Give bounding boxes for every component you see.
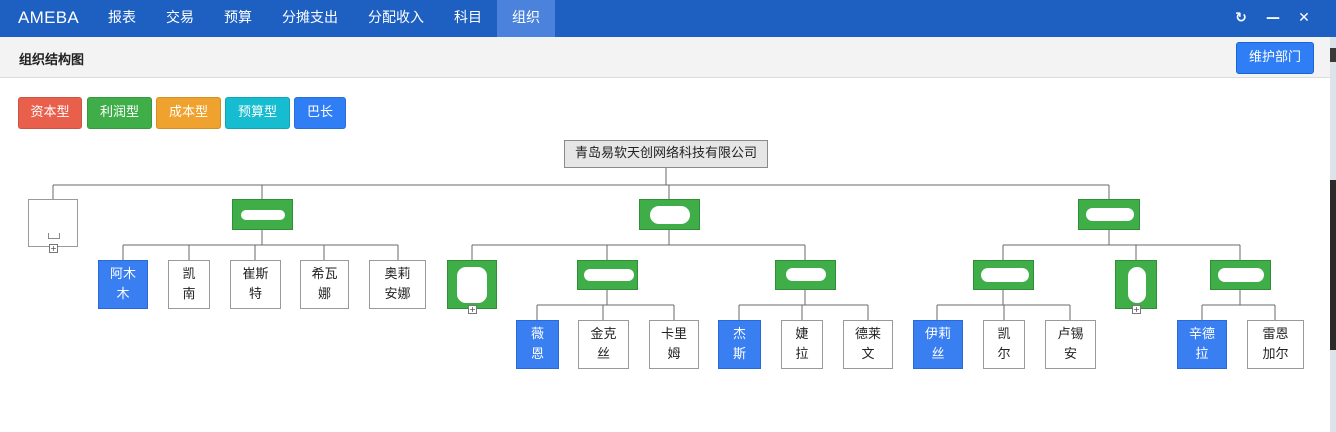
org-person-jinkesi[interactable]: 金克 丝 xyxy=(578,320,629,369)
nav-item-budget[interactable]: 预算 xyxy=(224,10,252,26)
window-scrollbar[interactable] xyxy=(1330,0,1336,432)
org-dept-b2[interactable] xyxy=(577,260,638,290)
org-person-delaiwen[interactable]: 德莱 文 xyxy=(843,320,893,369)
org-person-weien[interactable]: 薇 恩 xyxy=(516,320,559,369)
legend-capital-type[interactable]: 资本型 xyxy=(18,97,82,129)
org-person-xiwana[interactable]: 希瓦 娜 xyxy=(300,260,349,309)
org-person-leienjiaer[interactable]: 雷恩 加尔 xyxy=(1247,320,1304,369)
org-person-amu[interactable]: 阿木 木 xyxy=(98,260,148,309)
org-dept-c2[interactable] xyxy=(1115,260,1157,309)
org-dept-c1[interactable] xyxy=(973,260,1034,290)
nav-item-transactions[interactable]: 交易 xyxy=(166,10,194,26)
org-dept-b3[interactable] xyxy=(775,260,836,290)
expand-icon[interactable]: + xyxy=(49,244,58,253)
org-dept-unnamed[interactable] xyxy=(28,199,78,247)
maintain-departments-button[interactable]: 维护部门 xyxy=(1236,42,1314,74)
redacted-label xyxy=(650,206,690,224)
minimize-icon[interactable]: — xyxy=(1266,10,1280,26)
expand-icon[interactable]: + xyxy=(468,305,477,314)
org-dept-b[interactable] xyxy=(639,199,700,230)
nav-item-accounts[interactable]: 科目 xyxy=(454,10,482,26)
page-header: 组织结构图 维护部门 xyxy=(0,37,1330,78)
app-brand[interactable]: AMEBA xyxy=(18,8,80,27)
redacted-label xyxy=(1128,267,1146,303)
org-person-jiesi[interactable]: 杰 斯 xyxy=(718,320,761,369)
org-person-kaier[interactable]: 凯 尔 xyxy=(983,320,1025,369)
org-person-kainan[interactable]: 凯 南 xyxy=(168,260,210,309)
redacted-label xyxy=(786,268,826,281)
collapsed-placeholder-icon xyxy=(48,233,60,239)
redacted-label xyxy=(457,267,487,303)
org-person-jiela[interactable]: 婕 拉 xyxy=(781,320,823,369)
org-person-kalimu[interactable]: 卡里 姆 xyxy=(649,320,699,369)
redacted-label xyxy=(584,269,634,281)
nav-item-reports[interactable]: 报表 xyxy=(108,10,136,26)
org-person-aoliana[interactable]: 奥莉 安娜 xyxy=(369,260,426,309)
nav-item-allocated-expense[interactable]: 分摊支出 xyxy=(282,10,338,26)
legend-budget-type[interactable]: 预算型 xyxy=(225,97,290,129)
org-dept-c3[interactable] xyxy=(1210,260,1271,290)
legend-profit-type[interactable]: 利润型 xyxy=(87,97,152,129)
redacted-label xyxy=(1086,208,1134,221)
org-root-company[interactable]: 青岛易软天创网络科技有限公司 xyxy=(564,140,768,168)
org-person-yilisi[interactable]: 伊莉 丝 xyxy=(913,320,963,369)
org-person-luxian[interactable]: 卢锡 安 xyxy=(1045,320,1096,369)
org-person-cuisite[interactable]: 崔斯 特 xyxy=(230,260,281,309)
expand-icon[interactable]: + xyxy=(1132,305,1141,314)
org-dept-b1[interactable] xyxy=(447,260,497,309)
legend-leader[interactable]: 巴长 xyxy=(294,97,346,129)
legend-cost-type[interactable]: 成本型 xyxy=(156,97,221,129)
redacted-label xyxy=(981,268,1029,282)
org-dept-c[interactable] xyxy=(1078,199,1140,230)
nav-item-organization[interactable]: 组织 xyxy=(497,0,555,37)
close-icon[interactable]: ✕ xyxy=(1298,10,1310,26)
org-dept-a[interactable] xyxy=(232,199,293,230)
top-navbar: AMEBA 报表 交易 预算 分摊支出 分配收入 科目 组织 ↻ — ✕ xyxy=(0,0,1330,37)
page-title: 组织结构图 xyxy=(19,53,85,68)
redacted-label xyxy=(241,210,285,220)
redacted-label xyxy=(1218,268,1264,282)
nav-item-allocated-income[interactable]: 分配收入 xyxy=(368,10,424,26)
org-person-xindela[interactable]: 辛德 拉 xyxy=(1177,320,1227,369)
refresh-icon[interactable]: ↻ xyxy=(1235,10,1247,26)
